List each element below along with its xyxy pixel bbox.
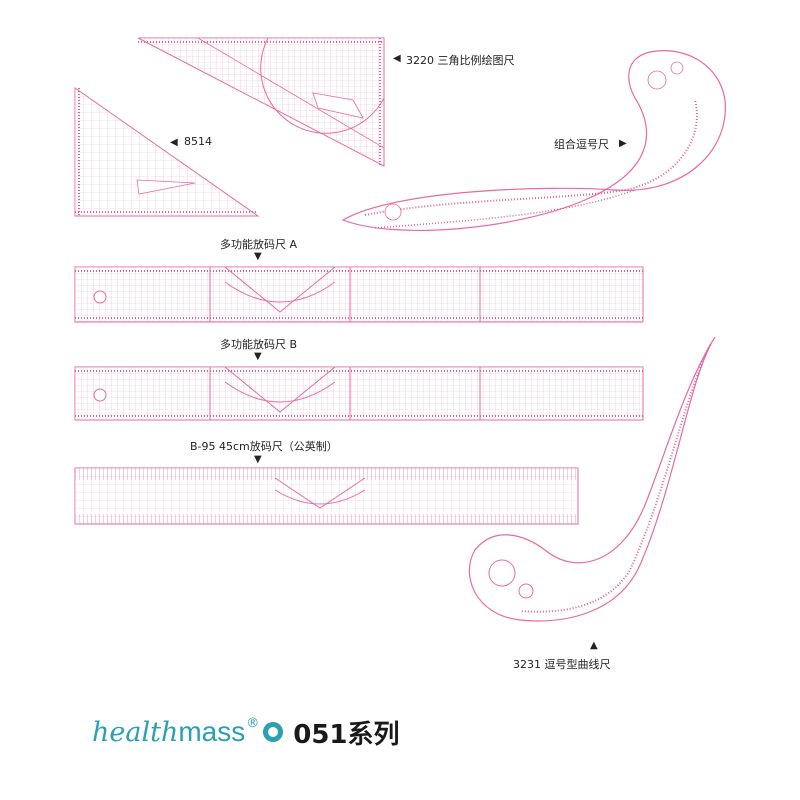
brand-circle-icon bbox=[263, 722, 284, 742]
french-curve-set bbox=[341, 50, 726, 231]
label-triangle-8514: 8514 bbox=[184, 135, 212, 148]
arrow-right-icon: ▶ bbox=[619, 138, 627, 149]
registered-mark: ® bbox=[246, 716, 260, 731]
arrow-left-icon: ◀ bbox=[170, 137, 178, 148]
grading-ruler-a bbox=[74, 266, 644, 323]
label-french-curve-set: 组合逗号尺 bbox=[554, 138, 609, 151]
label-triangle-3220: 3220 三角比例绘图尺 bbox=[406, 54, 515, 67]
label-ruler-b: 多功能放码尺 B bbox=[220, 338, 298, 351]
arrow-up-icon: ▲ bbox=[590, 640, 598, 651]
triangle-ruler-3220 bbox=[137, 37, 385, 167]
curve-ruler-3231 bbox=[468, 336, 716, 622]
triangle-ruler-8514 bbox=[74, 87, 260, 217]
brand-health-text: health bbox=[92, 716, 179, 748]
label-ruler-a: 多功能放码尺 A bbox=[220, 238, 298, 251]
arrow-down-icon: ▼ bbox=[254, 251, 262, 262]
series-title: 051系列 bbox=[293, 719, 400, 750]
grading-ruler-b95 bbox=[74, 467, 579, 525]
arrow-down-icon: ▼ bbox=[254, 454, 262, 465]
arrow-left-icon: ◀ bbox=[393, 53, 401, 64]
brand-mass-text: mass bbox=[178, 716, 246, 747]
brand-logo: health mass ® 051系列 bbox=[92, 712, 400, 752]
grading-ruler-b bbox=[74, 366, 644, 421]
label-ruler-b95: B-95 45cm放码尺（公英制） bbox=[190, 440, 338, 453]
label-curve-ruler-3231: 3231 逗号型曲线尺 bbox=[513, 658, 611, 671]
arrow-down-icon: ▼ bbox=[254, 351, 262, 362]
